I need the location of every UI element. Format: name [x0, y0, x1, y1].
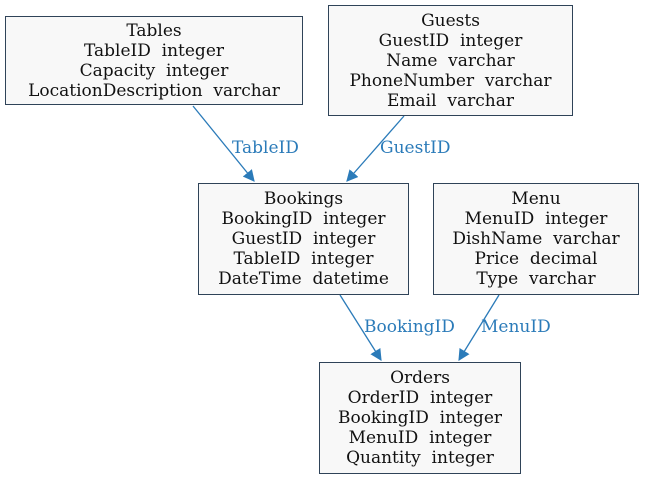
booking-field-datetime: DateTime datetime — [218, 269, 389, 289]
order-field-menuid: MenuID integer — [348, 428, 492, 448]
edge-label-guestid: GuestID — [380, 138, 451, 158]
menu-field-menuid: MenuID integer — [464, 209, 608, 229]
table-title-menu: Menu — [511, 189, 561, 209]
booking-field-guestid: GuestID integer — [231, 229, 376, 249]
table-field-capacity: Capacity integer — [79, 60, 229, 81]
menu-field-dishname: DishName varchar — [452, 229, 620, 249]
table-node-guests[interactable]: Guests GuestID integer Name varchar Phon… — [328, 5, 573, 116]
edge-bookings-to-orders — [339, 294, 382, 361]
menu-field-type: Type varchar — [476, 269, 596, 289]
order-field-bookingid: BookingID integer — [337, 408, 503, 428]
order-field-orderid: OrderID integer — [347, 388, 493, 408]
guest-field-guestid: GuestID integer — [378, 30, 523, 51]
booking-field-tableid: TableID integer — [233, 249, 374, 269]
table-node-tables[interactable]: Tables TableID integer Capacity integer … — [5, 16, 303, 105]
booking-field-bookingid: BookingID integer — [221, 209, 386, 229]
guest-field-phonenumber: PhoneNumber varchar — [349, 70, 552, 91]
edge-label-menuid: MenuID — [481, 317, 551, 337]
table-node-bookings[interactable]: Bookings BookingID integer GuestID integ… — [198, 183, 409, 295]
table-title-bookings: Bookings — [263, 189, 344, 209]
guest-field-name: Name varchar — [386, 50, 515, 71]
edge-label-bookingid: BookingID — [364, 317, 455, 337]
table-title-guests: Guests — [421, 10, 480, 31]
edge-menu-to-orders — [458, 294, 500, 361]
edge-guests-to-bookings — [346, 115, 405, 182]
menu-field-price: Price decimal — [474, 249, 598, 269]
table-title-orders: Orders — [390, 368, 450, 388]
table-title-tables: Tables — [126, 20, 182, 41]
table-field-locationdescription: LocationDescription varchar — [28, 80, 280, 101]
table-node-menu[interactable]: Menu MenuID integer DishName varchar Pri… — [433, 183, 639, 295]
table-node-orders[interactable]: Orders OrderID integer BookingID integer… — [319, 362, 521, 474]
edge-label-tableid: TableID — [232, 138, 299, 158]
table-field-tableid: TableID integer — [83, 40, 225, 61]
guest-field-email: Email varchar — [387, 90, 514, 111]
edge-tables-to-bookings — [192, 105, 255, 182]
order-field-quantity: Quantity integer — [346, 448, 494, 468]
